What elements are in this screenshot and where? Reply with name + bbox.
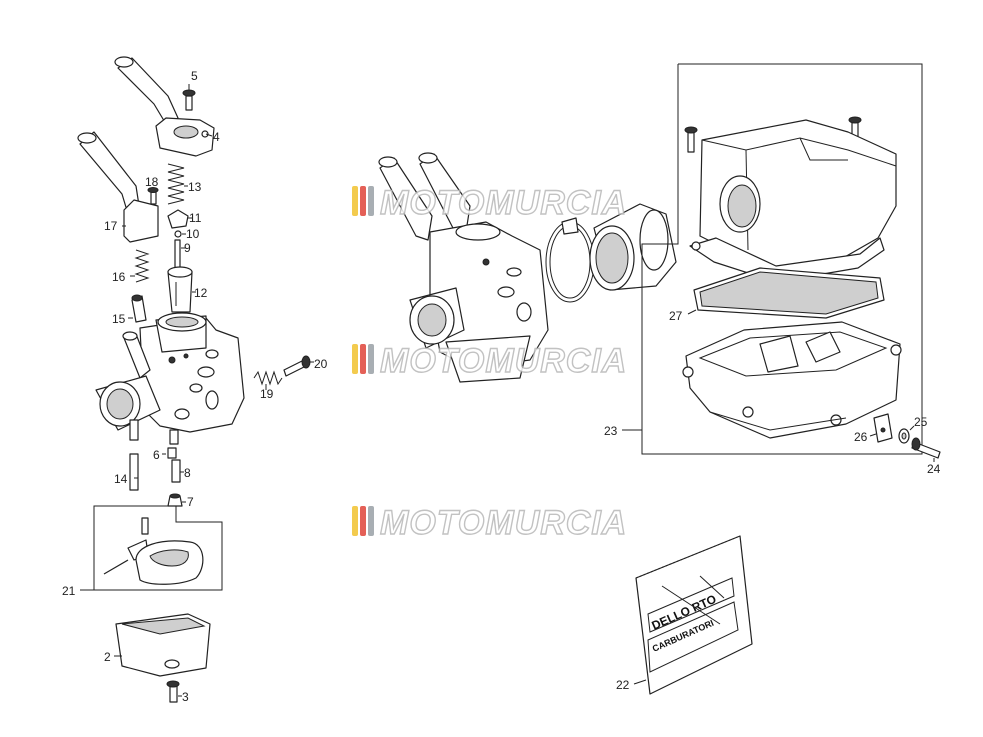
part-12-throttle-slide	[167, 266, 193, 313]
watermark-3: MOTOMURCIA	[352, 503, 627, 543]
watermark-text: MOTOMURCIA	[380, 184, 627, 222]
callout-3: 3	[182, 690, 189, 704]
callout-23: 23	[604, 424, 618, 438]
watermark-text: MOTOMURCIA	[380, 504, 627, 542]
callout-2: 2	[104, 650, 111, 664]
part-22-instruction-bag: DELLO RTO CARBURATORI	[635, 535, 753, 695]
intake-sleeve	[589, 203, 677, 291]
part-16-spring	[134, 249, 150, 283]
watermark-2: MOTOMURCIA	[352, 341, 627, 381]
part-25-washer	[898, 428, 910, 444]
part-8-jet	[171, 459, 181, 483]
part-14-tube	[129, 453, 139, 491]
part-9-needle	[174, 239, 181, 271]
callout-9: 9	[184, 241, 191, 255]
part-19-spring	[253, 370, 283, 386]
part-10-clip	[174, 230, 182, 238]
part-5-screw	[182, 89, 196, 111]
part-26-clip-nut	[873, 413, 893, 443]
callout-10: 10	[186, 227, 200, 241]
airbox-cover	[689, 119, 897, 283]
callout-12: 12	[194, 286, 208, 300]
callout-24: 24	[927, 462, 941, 476]
part-3-screw	[166, 680, 180, 703]
part-23-airbox-base	[682, 321, 902, 439]
callout-19: 19	[260, 387, 274, 401]
part-17-cable-fitting	[77, 131, 159, 243]
callout-17: 17	[104, 219, 118, 233]
callout-27: 27	[669, 309, 683, 323]
part-13-spring	[167, 163, 185, 205]
carburetor-assembled	[378, 152, 549, 383]
callout-22: 22	[616, 678, 630, 692]
callout-26: 26	[854, 430, 868, 444]
watermark-1: MOTOMURCIA	[352, 183, 627, 223]
clamp-ring	[545, 217, 595, 303]
part-6-jet	[167, 447, 177, 459]
airbox-group-frame	[641, 63, 923, 455]
airbox-screw-left	[684, 126, 698, 153]
callout-13: 13	[188, 180, 202, 194]
part-11-clip-holder	[167, 209, 189, 229]
callout-7: 7	[187, 495, 194, 509]
callout-21: 21	[62, 584, 76, 598]
callout-11: 11	[189, 211, 202, 225]
part-24-bolt	[911, 437, 941, 459]
part-4-cable-fitting	[114, 56, 215, 157]
part-21-float-assembly	[93, 505, 223, 591]
callout-14: 14	[114, 472, 128, 486]
part-2-float-bowl	[115, 613, 211, 677]
part-15-idle-screw	[131, 294, 147, 323]
part-20-screw	[283, 355, 311, 377]
callout-5: 5	[191, 69, 198, 83]
part-27-filter-element	[693, 267, 885, 319]
callout-20: 20	[314, 357, 328, 371]
callout-25: 25	[914, 415, 928, 429]
callout-18: 18	[145, 175, 159, 189]
part-18-screw	[147, 187, 159, 205]
callout-8: 8	[184, 466, 191, 480]
callout-6: 6	[153, 448, 160, 462]
carburetor-body	[95, 312, 245, 445]
callout-16: 16	[112, 270, 126, 284]
callout-15: 15	[112, 312, 126, 326]
part-7-jet	[167, 493, 183, 507]
callout-4: 4	[213, 130, 220, 144]
watermark-text: MOTOMURCIA	[380, 342, 627, 380]
